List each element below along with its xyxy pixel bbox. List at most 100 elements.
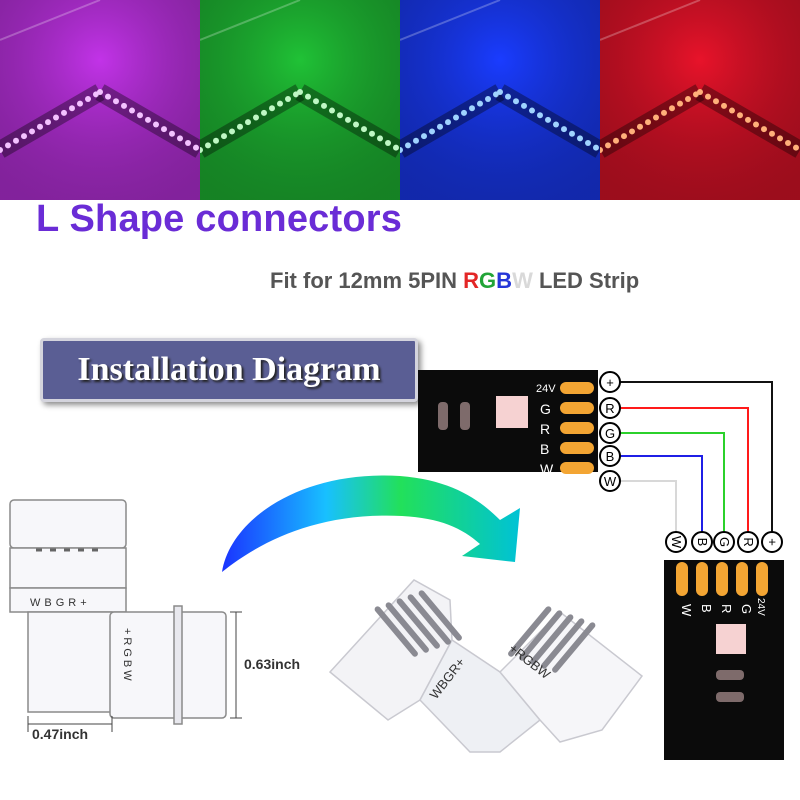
led-dot	[713, 98, 719, 105]
led-dot	[121, 102, 127, 109]
wire-terminals-bottom: +RGBW	[665, 531, 783, 553]
led-dot	[469, 105, 475, 112]
pin-label-bottom-g: G	[739, 604, 754, 614]
led-dot	[705, 93, 711, 100]
connector-dimension-view	[9, 499, 227, 725]
metal-pin	[552, 622, 596, 673]
wire-bundle	[610, 381, 773, 540]
solder-pad	[676, 562, 688, 596]
solder-pad	[560, 442, 594, 454]
metal-pin	[530, 614, 574, 665]
led-dot	[605, 142, 611, 149]
led-dot	[161, 126, 167, 133]
led-dot	[553, 121, 559, 128]
led-dot	[585, 140, 591, 147]
solder-pad	[736, 562, 748, 596]
led-dot	[237, 123, 243, 130]
led-dot	[245, 119, 251, 126]
terminal-bottom-label-b: B	[695, 538, 710, 547]
voltage-label-bottom: 24V	[755, 598, 766, 616]
wire-plus	[610, 381, 773, 540]
led-dot	[577, 135, 583, 142]
terminal-bottom-w	[665, 531, 687, 553]
led-dot	[69, 105, 75, 112]
metal-pin	[374, 606, 418, 657]
resistor-4	[716, 692, 744, 702]
led-dot	[421, 133, 427, 140]
led-dot	[561, 126, 567, 133]
connector-top-block	[9, 499, 127, 549]
led-dot	[193, 144, 199, 151]
subtitle-g: G	[479, 268, 497, 293]
connector-side-block	[109, 611, 227, 719]
connector-side-letters: WBGR+	[30, 597, 91, 609]
led-dot	[721, 102, 727, 109]
terminal-top-g	[599, 422, 621, 444]
direction-arrow	[222, 475, 520, 572]
connector-clip-line	[173, 605, 183, 725]
led-dot	[461, 109, 467, 116]
led-dot	[437, 123, 443, 130]
led-dot	[29, 128, 35, 135]
metal-pin	[541, 618, 585, 669]
terminal-top-label-w: W	[604, 474, 617, 489]
resistor-1	[438, 402, 448, 430]
led-dot	[253, 114, 259, 121]
led-dot	[685, 95, 691, 102]
pad-row-top	[560, 382, 594, 474]
solder-pad	[560, 402, 594, 414]
photo-green-led	[200, 0, 400, 200]
resistor-2	[460, 402, 470, 430]
subtitle-w: W	[512, 268, 533, 293]
solder-pad	[560, 422, 594, 434]
led-dot	[105, 93, 111, 100]
led-dot	[485, 95, 491, 102]
led-dot	[400, 147, 403, 153]
led-dot	[629, 128, 635, 135]
led-dot	[593, 144, 599, 151]
led-dot	[321, 102, 327, 109]
terminal-bottom-r	[737, 531, 759, 553]
led-dot	[521, 102, 527, 109]
led-dot	[385, 140, 391, 147]
resistor-3	[716, 670, 744, 680]
led-dot	[313, 98, 319, 105]
metal-pin	[385, 602, 429, 653]
terminal-bottom-g	[713, 531, 735, 553]
terminal-top-w	[599, 470, 621, 492]
led-dot	[697, 89, 703, 95]
led-dot	[345, 116, 351, 123]
pin-label-bottom-b: B	[699, 604, 714, 613]
led-dot	[0, 147, 3, 153]
led-dot	[429, 128, 435, 135]
led-dot	[21, 133, 27, 140]
led-dot	[661, 109, 667, 116]
voltage-label-top: 24V	[536, 383, 556, 395]
led-dot	[637, 123, 643, 130]
led-dot	[337, 112, 343, 119]
photo-purple-led	[0, 0, 200, 200]
connector-label-band	[9, 587, 127, 613]
led-dot	[45, 119, 51, 126]
led-dot	[137, 112, 143, 119]
terminal-top-label-plus: +	[606, 375, 614, 390]
subtitle-suffix: LED Strip	[532, 268, 640, 293]
led-dot	[153, 121, 159, 128]
metal-pin	[508, 606, 552, 657]
l-connector-pins	[374, 590, 596, 673]
led-dot	[729, 107, 735, 114]
led-dot	[169, 130, 175, 137]
pin-label-w: W	[540, 461, 554, 477]
solder-pad	[756, 562, 768, 596]
l-connector: WBGR+ +RGBW	[328, 579, 644, 753]
led-dot	[297, 89, 303, 95]
led-dot	[53, 114, 59, 121]
led-dot	[261, 109, 267, 116]
solder-pad	[560, 382, 594, 394]
pin-label-g: G	[540, 401, 551, 417]
led-dot	[269, 105, 275, 112]
led-dot	[200, 147, 203, 153]
terminal-top-label-r: R	[605, 401, 614, 416]
